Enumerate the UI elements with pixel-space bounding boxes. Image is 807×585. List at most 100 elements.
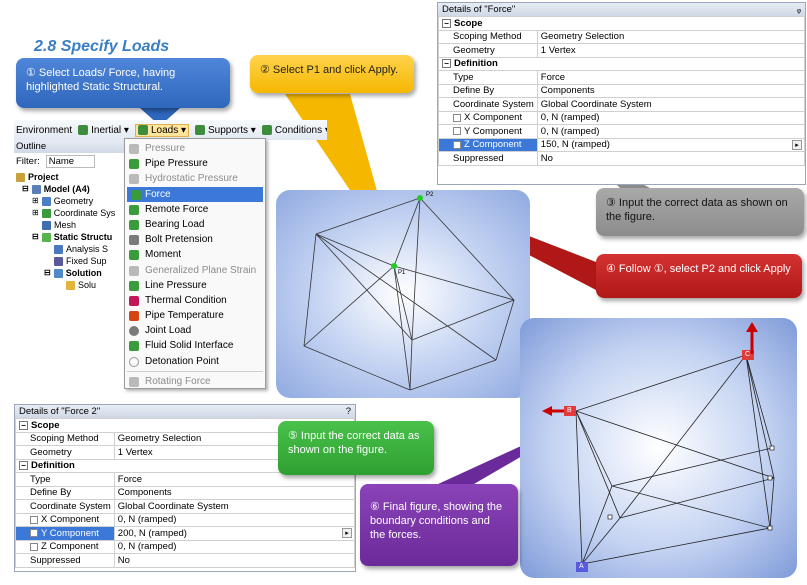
conditions-button[interactable]: Conditions ▾ xyxy=(261,124,327,136)
menu-item-line-pressure[interactable]: Line Pressure xyxy=(125,278,265,293)
z-component-checkbox[interactable] xyxy=(453,140,461,149)
suppressed-label: Suppressed xyxy=(438,151,538,166)
suppressed-label: Suppressed xyxy=(15,553,115,568)
menu-item-bearing-load[interactable]: Bearing Load xyxy=(125,217,265,232)
tree-fixed-support[interactable]: Fixed Sup xyxy=(14,255,134,267)
force-icon xyxy=(131,189,141,200)
menu-item-bolt-pretension[interactable]: Bolt Pretension xyxy=(125,232,265,247)
collapse-icon[interactable]: ⊟ xyxy=(32,232,39,241)
label-c: C xyxy=(745,351,751,358)
tree-mesh[interactable]: Mesh xyxy=(14,219,134,231)
environment-label: Environment xyxy=(16,124,73,136)
define-by-label: Define By xyxy=(438,83,538,98)
menu-item-moment[interactable]: Moment xyxy=(125,247,265,262)
y-component-checkbox[interactable] xyxy=(453,127,461,136)
menu-item-pipe-pressure[interactable]: Pipe Pressure xyxy=(125,156,265,171)
z-component-checkbox[interactable] xyxy=(30,542,38,551)
section-scope[interactable]: Scope xyxy=(454,17,483,29)
tree-solution[interactable]: ⊟Solution xyxy=(14,267,134,279)
p2-point[interactable] xyxy=(417,195,423,201)
menu-item-thermal-condition[interactable]: Thermal Condition xyxy=(125,293,265,308)
mesh-icon xyxy=(42,220,51,230)
loads-button[interactable]: Loads ▾ xyxy=(134,123,189,137)
conditions-label: Conditions ▾ xyxy=(274,124,327,136)
help-icon[interactable]: ? xyxy=(345,406,351,417)
collapse-icon[interactable]: ⊟ xyxy=(44,268,51,277)
menu-item-remote-force[interactable]: Remote Force xyxy=(125,202,265,217)
tree-analysis-settings[interactable]: Analysis S xyxy=(14,243,134,255)
z-component-value[interactable]: 150, N (ramped) xyxy=(540,139,610,151)
x-component-value[interactable]: 0, N (ramped) xyxy=(536,110,806,125)
x-component-value[interactable]: 0, N (ramped) xyxy=(113,512,356,527)
expand-icon[interactable]: ⊞ xyxy=(32,208,39,217)
tree-project[interactable]: Project xyxy=(14,171,134,183)
p1-point[interactable] xyxy=(391,263,397,269)
tree-static-structural[interactable]: ⊟Static Structu xyxy=(14,231,134,243)
geometry-label: Geometry xyxy=(15,445,115,460)
viewport-graphics[interactable]: P2 P1 xyxy=(276,190,530,398)
inertial-icon xyxy=(78,125,89,135)
outline-header: Outline xyxy=(14,140,134,153)
menu-item-detonation-point[interactable]: Detonation Point xyxy=(125,354,265,369)
y-component-value[interactable]: 200, N (ramped) xyxy=(117,527,187,539)
supports-button[interactable]: Supports ▾ xyxy=(195,125,256,136)
section-definition[interactable]: Definition xyxy=(31,460,75,472)
pin-icon[interactable]: ᵩ xyxy=(796,4,801,15)
tree-geometry[interactable]: ⊞Geometry xyxy=(14,195,134,207)
x-component-checkbox[interactable] xyxy=(453,113,461,122)
detonation-point-icon xyxy=(129,356,139,367)
pipe-pressure-icon xyxy=(129,159,139,170)
tree-solution-information[interactable]: Solu xyxy=(14,279,134,291)
suppressed-value[interactable]: No xyxy=(536,151,806,166)
section-definition[interactable]: Definition xyxy=(454,58,498,70)
tree-model[interactable]: ⊟Model (A4) xyxy=(14,183,134,195)
environment-button[interactable]: Environment xyxy=(16,125,72,136)
expand-icon[interactable]: ⊞ xyxy=(32,196,39,205)
suppressed-value[interactable]: No xyxy=(113,553,356,568)
menu-item-force[interactable]: Force xyxy=(127,186,263,202)
dropdown-arrow-icon[interactable]: ▸ xyxy=(792,139,802,150)
z-component-value[interactable]: 0, N (ramped) xyxy=(113,539,356,554)
menu-item-generalized-plane-strain[interactable]: Generalized Plane Strain xyxy=(125,263,265,278)
tree-coordinate-systems[interactable]: ⊞Coordinate Sys xyxy=(14,207,134,219)
menu-item-hydrostatic-pressure[interactable]: Hydrostatic Pressure xyxy=(125,171,265,186)
y-component-label: Y Component xyxy=(464,125,522,137)
define-by-value[interactable]: Components xyxy=(113,485,356,500)
tree-label: Solu xyxy=(78,280,97,290)
menu-item-pipe-temperature[interactable]: Pipe Temperature xyxy=(125,308,265,323)
y-component-value[interactable]: 0, N (ramped) xyxy=(536,124,806,139)
loads-icon xyxy=(137,125,148,135)
inertial-button[interactable]: Inertial ▾ xyxy=(78,125,129,136)
coordinate-system-value[interactable]: Global Coordinate System xyxy=(536,97,806,112)
menu-label: Rotating Force xyxy=(145,375,211,387)
type-value[interactable]: Force xyxy=(113,472,356,487)
section-scope[interactable]: Scope xyxy=(31,419,60,431)
menu-label: Hydrostatic Pressure xyxy=(145,173,238,185)
supports-label: Supports ▾ xyxy=(208,124,256,136)
y-component-checkbox[interactable] xyxy=(30,529,38,538)
force-marker-b[interactable] xyxy=(564,406,576,416)
filter-select[interactable]: Name xyxy=(45,155,96,168)
type-value[interactable]: Force xyxy=(536,70,806,85)
dropdown-arrow-icon[interactable]: ▸ xyxy=(342,528,352,538)
geometry-value[interactable]: 1 Vertex xyxy=(536,43,806,58)
scoping-method-label: Scoping Method xyxy=(15,431,115,446)
menu-item-fluid-solid-interface[interactable]: Fluid Solid Interface xyxy=(125,338,265,353)
define-by-value[interactable]: Components xyxy=(536,83,806,98)
p2-label: P2 xyxy=(426,192,434,198)
force-marker-c[interactable] xyxy=(742,350,754,360)
viewport-final-figure[interactable]: C B A xyxy=(520,318,797,578)
menu-item-pressure[interactable]: Pressure xyxy=(125,141,265,156)
x-component-checkbox[interactable] xyxy=(30,515,38,524)
solution-icon xyxy=(53,268,63,278)
scoping-method-value[interactable]: Geometry Selection xyxy=(536,29,806,44)
menu-item-joint-load[interactable]: Joint Load xyxy=(125,323,265,338)
coordinate-system-value[interactable]: Global Coordinate System xyxy=(113,499,356,514)
menu-label: Detonation Point xyxy=(145,355,219,367)
collapse-icon[interactable]: ⊟ xyxy=(22,184,29,193)
menu-label: Force xyxy=(145,188,171,200)
menu-item-rotating-force[interactable]: Rotating Force xyxy=(125,374,265,389)
fixed-support-marker-a[interactable] xyxy=(576,562,588,572)
callout-step4: ④ Follow ①, select P2 and click Apply xyxy=(596,254,802,298)
outline-panel: Outline Filter: Name Project ⊟Model (A4)… xyxy=(14,140,134,380)
